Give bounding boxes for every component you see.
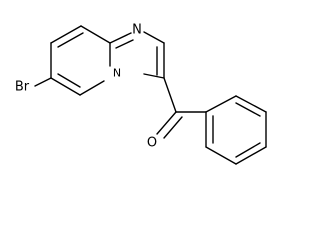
phenyl-ring xyxy=(205,95,267,165)
bond-c5-c6 xyxy=(50,77,81,96)
bond-c7-c8 xyxy=(50,25,82,44)
pyridine-ring xyxy=(50,25,111,96)
bond-c7-c8-inner xyxy=(57,32,84,48)
atom-label-nitrogen-bridge: N xyxy=(113,67,121,80)
bond-c8a-n1-inner xyxy=(115,39,134,49)
bond-carbonyl-o xyxy=(156,111,177,135)
bond-carbonyl-o-inner xyxy=(163,116,183,139)
bond-n1-c2 xyxy=(143,31,165,44)
bond-ph4-ph5-inner xyxy=(235,142,261,158)
bond-c3-carbonyl xyxy=(163,77,177,113)
bond-ph2-ph3 xyxy=(235,95,267,113)
bond-ph1-ph2 xyxy=(205,95,237,113)
carbonyl-group xyxy=(156,77,207,139)
atom-label-oxygen: O xyxy=(147,136,157,151)
atom-label-bromine: Br xyxy=(15,80,30,95)
bond-c5-c6-inner xyxy=(57,73,81,88)
bond-c8a-n1 xyxy=(109,32,132,44)
bond-c5-n4 xyxy=(79,80,105,96)
bond-ph2-ph3-inner xyxy=(235,102,261,117)
bond-ph4-ph5 xyxy=(235,146,267,165)
atom-label-nitrogen-top: N xyxy=(132,23,142,38)
molecule-structure: N N Br O xyxy=(15,23,267,165)
imidazole-ring xyxy=(109,31,165,79)
bond-c6-br xyxy=(34,77,52,87)
bond-ph5-ph6 xyxy=(205,146,237,165)
bond-c3-n4 xyxy=(143,73,165,79)
bond-c8-c8a xyxy=(80,25,111,44)
